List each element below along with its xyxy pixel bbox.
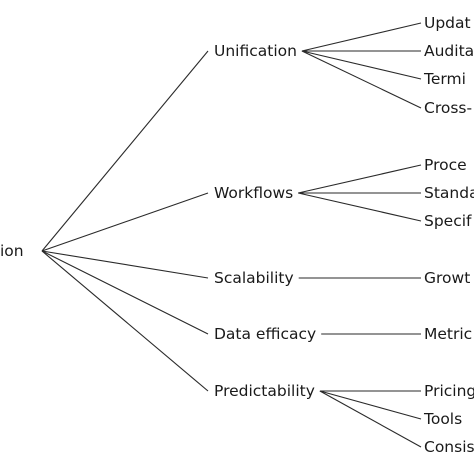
- edges-layer: [41, 22, 422, 448]
- branch-to-leaf-edge: [301, 22, 422, 52]
- branch-label-workflows: Workflows: [214, 184, 293, 202]
- branch-label-scalability: Scalability: [214, 269, 294, 287]
- branch-label-unification: Unification: [214, 42, 297, 60]
- branch-to-leaf-edge: [301, 50, 422, 80]
- leaf-label: Specif: [424, 212, 472, 230]
- leaf-label: Proce: [424, 156, 467, 174]
- branch-to-leaf-edge: [319, 390, 422, 448]
- leaf-label: Tools: [423, 410, 462, 428]
- leaf-label: Audita: [424, 42, 474, 60]
- leaf-label: Growt: [424, 269, 470, 287]
- branch-to-leaf-edge: [298, 164, 422, 194]
- leaf-label: Standa: [424, 184, 474, 202]
- root-node-label: ion: [0, 242, 24, 260]
- root-to-branch-edge: [41, 192, 209, 252]
- leaf-label: Pricing: [424, 382, 474, 400]
- branch-to-leaf-edge: [301, 50, 422, 109]
- root-to-branch-edge: [41, 250, 209, 279]
- leaf-label: Consis: [424, 438, 474, 456]
- root-to-branch-edge: [41, 250, 209, 335]
- leaf-label: Metric: [424, 325, 472, 343]
- branch-to-leaf-edge: [298, 192, 422, 222]
- leaf-label: Cross-: [424, 99, 472, 117]
- root-to-branch-edge: [41, 250, 209, 392]
- branch-to-leaf-edge: [319, 390, 422, 420]
- branch-label-predictability: Predictability: [214, 382, 315, 400]
- leaf-label: Termi: [423, 70, 466, 88]
- branch-label-data-efficacy: Data efficacy: [214, 325, 316, 343]
- root-to-branch-edge: [41, 50, 209, 252]
- leaf-label: Updat: [424, 14, 471, 32]
